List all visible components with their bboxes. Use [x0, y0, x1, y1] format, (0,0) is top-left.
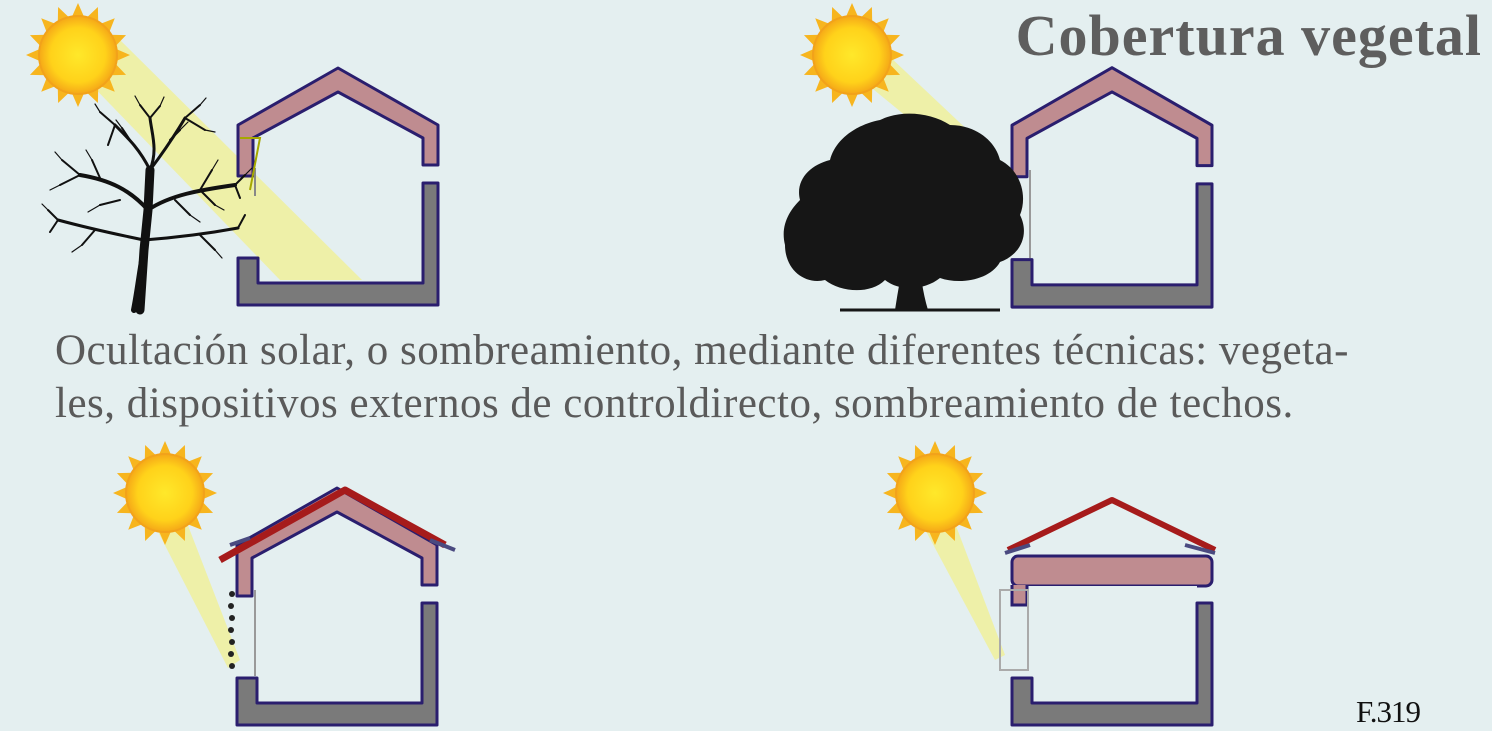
description-line-1: Ocultación solar, o sombreamiento, media… [55, 327, 1349, 374]
sun-icon [882, 440, 988, 546]
sun-icon [112, 440, 218, 546]
sun-ray [920, 510, 1005, 660]
panel-roof-shading [882, 440, 1217, 727]
house-icon [1010, 66, 1214, 309]
description-line-2: les, dispositivos externos de controldir… [55, 380, 1294, 427]
sun-ray [82, 38, 362, 280]
description: Ocultación solar, o sombreamiento, media… [55, 324, 1475, 430]
sun-icon [25, 2, 131, 108]
panel-bare-tree [25, 2, 440, 315]
sun-ray [152, 510, 240, 668]
bare-tree-icon [41, 95, 253, 315]
title: Cobertura vegetal [1015, 3, 1482, 68]
panel-external-device [112, 440, 456, 727]
house-icon [1010, 585, 1214, 727]
sun-icon [799, 2, 905, 108]
panel-leafy-tree [783, 2, 1214, 312]
figure-label: F.319 [1356, 694, 1421, 729]
leafy-tree-icon [783, 113, 1024, 312]
